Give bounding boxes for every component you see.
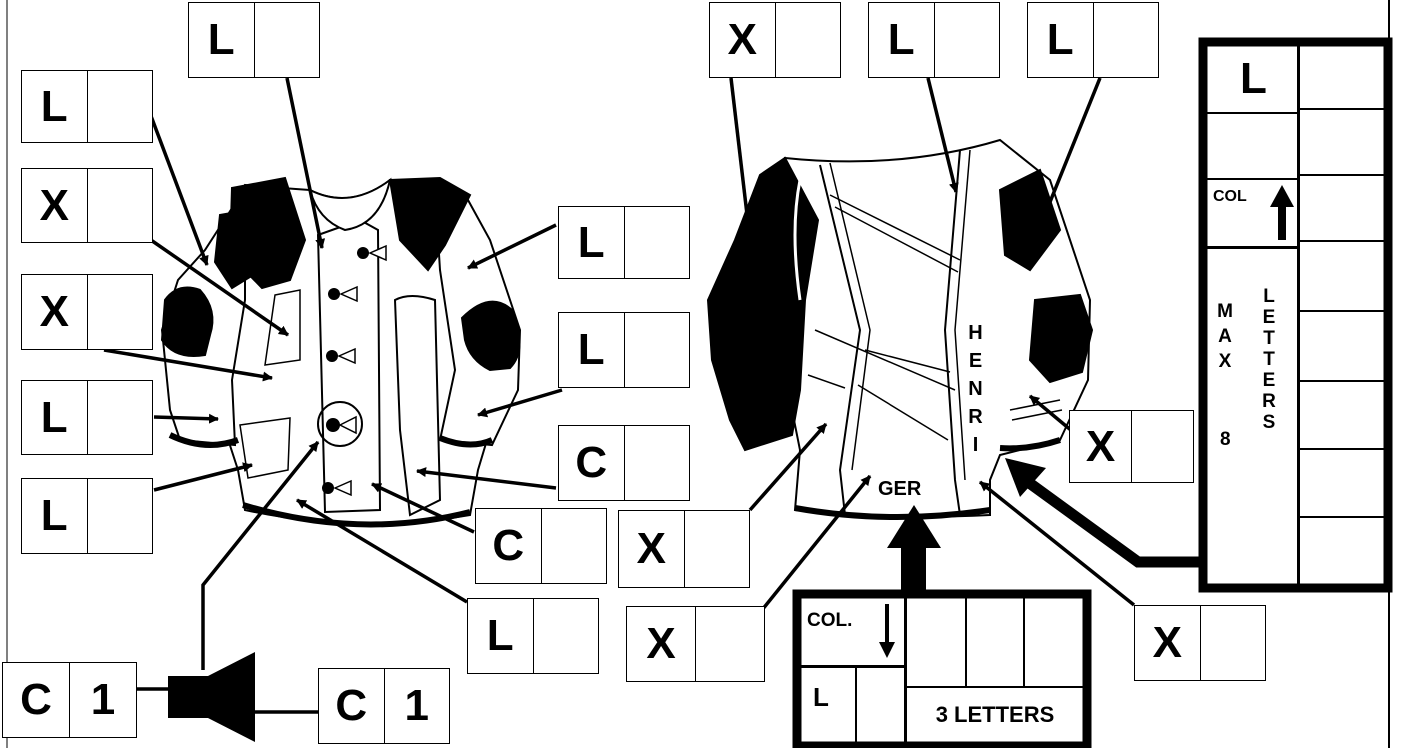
code-cell: L: [189, 3, 255, 77]
entry-cell[interactable]: [88, 381, 153, 454]
country-panel: COL. L 3 LETTERS: [801, 598, 1083, 746]
code-cell: C: [319, 669, 385, 743]
number-cell: 1: [70, 663, 136, 737]
code-cell: X: [619, 511, 685, 587]
entry-cell[interactable]: [935, 3, 1000, 77]
size-text: L: [813, 682, 829, 713]
code-cell: L: [1028, 3, 1094, 77]
entry-cell[interactable]: [625, 313, 690, 387]
code-cell: L: [22, 381, 88, 454]
label-box-right-sleeve-upper[interactable]: L: [558, 206, 690, 279]
number-cell: 1: [385, 669, 450, 743]
country-blank-cell[interactable]: [857, 668, 907, 746]
code-cell: L: [468, 599, 534, 673]
label-box-back-panel-x2[interactable]: X: [626, 606, 765, 682]
code-cell: X: [1070, 411, 1132, 482]
name-blank-cell[interactable]: [1207, 112, 1300, 180]
col-label: COL: [1213, 188, 1247, 206]
entry-cell[interactable]: [776, 3, 841, 77]
entry-cell[interactable]: [685, 511, 750, 587]
entry-cell[interactable]: [1094, 3, 1159, 77]
code-cell: L: [559, 313, 625, 387]
label-box-back-side-x[interactable]: X: [1134, 605, 1266, 681]
entry-cell[interactable]: [1132, 411, 1193, 482]
code-cell: L: [22, 71, 88, 142]
max-text: MAX: [1212, 301, 1239, 376]
code-cell: X: [1135, 606, 1201, 680]
arrow-up-icon: [1267, 183, 1297, 243]
name-arrow: [1028, 482, 1203, 562]
code-cell: X: [22, 275, 88, 349]
entry-cell[interactable]: [625, 426, 690, 500]
name-size-cell[interactable]: L: [1207, 46, 1300, 114]
code-cell: C: [3, 663, 70, 737]
name-text: HENRI: [962, 322, 989, 462]
entry-cell[interactable]: [255, 3, 320, 77]
country-letter-slot[interactable]: [1025, 598, 1083, 688]
name-col-cell[interactable]: COL: [1207, 178, 1300, 249]
code-cell: C: [476, 509, 542, 583]
back-country-print: GER: [878, 478, 921, 501]
label-box-collar[interactable]: L: [188, 2, 320, 78]
code-cell: X: [22, 169, 88, 242]
label-box-back-right-shoulder[interactable]: L: [1027, 2, 1159, 78]
back-jacket: [708, 140, 1092, 517]
entry-cell[interactable]: [534, 599, 599, 673]
max-word: MAX: [1215, 301, 1235, 376]
code-cell: L: [869, 3, 935, 77]
entry-cell[interactable]: [88, 71, 153, 142]
label-box-pocket[interactable]: L: [21, 478, 153, 554]
label-box-front-c2[interactable]: C: [475, 508, 607, 584]
letter-slot[interactable]: [1300, 242, 1384, 312]
label-box-back-yoke[interactable]: L: [868, 2, 1000, 78]
letters-text: LETTERS: [1256, 286, 1283, 433]
max-number: 8: [1220, 429, 1231, 451]
country-letter-slot[interactable]: [907, 598, 967, 688]
label-box-left-cuff[interactable]: L: [21, 380, 153, 455]
letter-slot[interactable]: [1300, 46, 1384, 110]
label-box-back-left-sleeve[interactable]: X: [709, 2, 841, 78]
code-cell: L: [22, 479, 88, 553]
letters-word: LETTERS: [1259, 286, 1279, 433]
label-box-chest-x1[interactable]: X: [21, 168, 153, 243]
entry-cell[interactable]: [1201, 606, 1266, 680]
col-label: COL.: [807, 610, 852, 632]
entry-cell[interactable]: [696, 607, 764, 681]
letter-slot[interactable]: [1300, 450, 1384, 518]
label-box-back-panel-x1[interactable]: X: [618, 510, 750, 588]
three-letters-label: 3 LETTERS: [907, 690, 1083, 740]
code-cell: C: [559, 426, 625, 500]
back-name-print: HENRI: [960, 322, 990, 462]
entry-cell[interactable]: [88, 275, 153, 349]
name-panel: L COL MAX 8 LETTERS: [1207, 46, 1384, 584]
label-box-hem[interactable]: L: [467, 598, 599, 674]
entry-cell[interactable]: [88, 169, 153, 242]
label-box-left-shoulder[interactable]: L: [21, 70, 153, 143]
letter-slot[interactable]: [1300, 110, 1384, 176]
arrow-down-icon: [877, 602, 897, 662]
code-cell: X: [710, 3, 776, 77]
letter-slot[interactable]: [1300, 176, 1384, 242]
letter-slot[interactable]: [1300, 312, 1384, 382]
country-size-cell[interactable]: L: [801, 668, 857, 746]
label-box-front-c1[interactable]: C: [558, 425, 690, 501]
code-cell: L: [559, 207, 625, 278]
code-cell: X: [627, 607, 696, 681]
label-box-chest-x2[interactable]: X: [21, 274, 153, 350]
entry-cell[interactable]: [88, 479, 153, 553]
label-box-right-sleeve-lower[interactable]: L: [558, 312, 690, 388]
label-box-back-right-cuff[interactable]: X: [1069, 410, 1194, 483]
country-letter-slot[interactable]: [967, 598, 1025, 688]
entry-cell[interactable]: [542, 509, 607, 583]
patch-icon: [168, 652, 255, 742]
letter-slot[interactable]: [1300, 382, 1384, 450]
country-col-cell[interactable]: COL.: [801, 598, 907, 668]
entry-cell[interactable]: [625, 207, 690, 278]
letter-slot[interactable]: [1300, 518, 1384, 584]
